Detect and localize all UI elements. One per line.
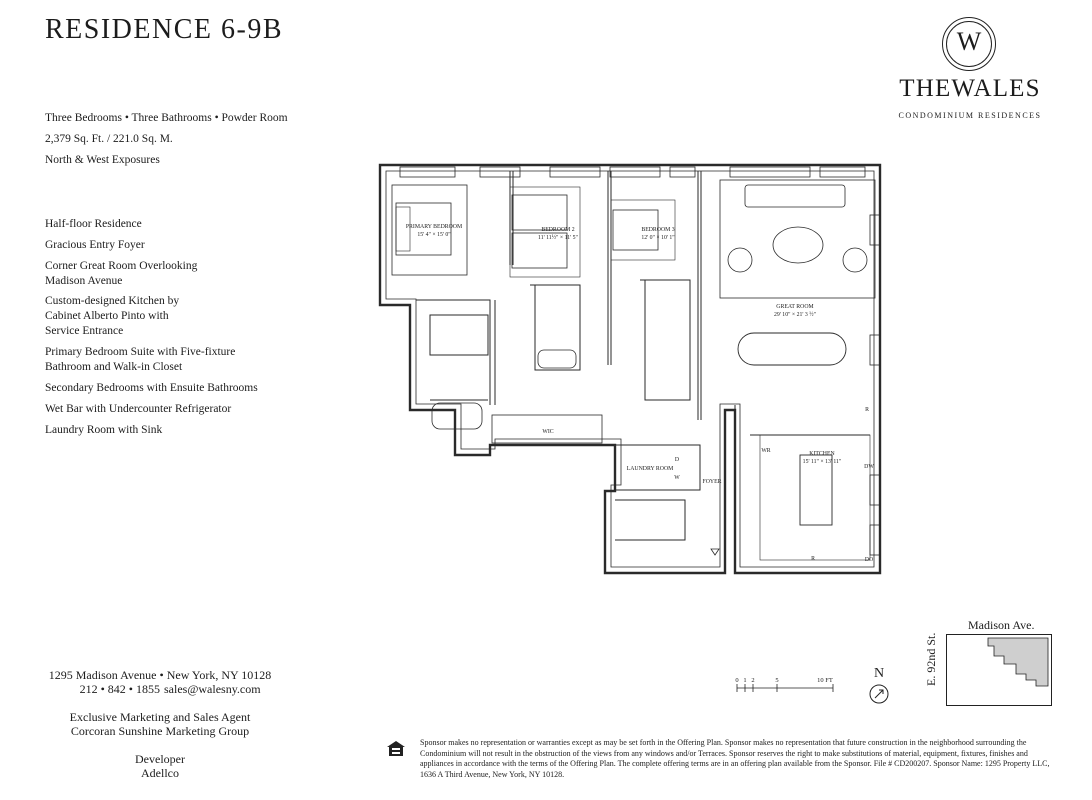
feature-item: Corner Great Room Overlooking Madison Av… <box>45 260 198 287</box>
developer-name: Adellco <box>141 766 179 780</box>
partition <box>734 405 870 436</box>
room-great-dim: 29' 10" × 21' 3 ½" <box>774 311 816 318</box>
feature-item: Custom-designed Kitchen by Cabinet Alber… <box>45 295 180 337</box>
appliance-r: R <box>865 407 869 413</box>
developer-label: Developer <box>135 752 185 766</box>
appliance-wr: WR <box>761 448 770 454</box>
partition <box>530 284 581 371</box>
appliance-oven: DO <box>865 557 873 563</box>
partition <box>429 314 489 356</box>
feature-item: Laundry Room with Sink <box>45 424 163 436</box>
compass-arrow-icon <box>874 689 884 699</box>
logo-monogram: W <box>956 27 982 56</box>
north-arrow: N <box>869 666 889 704</box>
scale-tick: 0 <box>735 677 738 684</box>
appliance-range: R <box>811 556 815 562</box>
page-title: RESIDENCE 6-9B <box>45 14 283 45</box>
address: 1295 Madison Avenue • New York, NY 10128 <box>48 668 272 682</box>
street-madison: Madison Ave. <box>968 618 1035 632</box>
logo-emblem <box>942 17 996 71</box>
room-laundry: LAUNDRY ROOM <box>627 466 674 472</box>
agent-line1: Exclusive Marketing and Sales Agent <box>69 710 251 724</box>
scale-bar: 0 1 2 5 10 FT <box>735 677 834 692</box>
brand-name: THEWALES <box>899 75 1041 102</box>
feature-item: Wet Bar with Undercounter Refrigerator <box>45 403 232 415</box>
summary-rooms: Three Bedrooms • Three Bathrooms • Powde… <box>45 112 288 124</box>
equal-housing-icon <box>387 741 405 756</box>
north-label: N <box>874 666 884 681</box>
building-footprint <box>987 637 1049 687</box>
room-bed3-name: BEDROOM 3 <box>641 227 674 233</box>
room-primary-name: PRIMARY BEDROOM <box>406 224 462 230</box>
room-bed2-dim: 11' 11½" × 11' 5" <box>538 234 578 241</box>
partition <box>607 171 612 365</box>
room-bed3-dim: 12' 0" × 10' 1" <box>641 235 674 241</box>
feature-item: Primary Bedroom Suite with Five-fixture … <box>45 346 236 373</box>
partition <box>640 279 691 401</box>
agent-line2: Corcoran Sunshine Marketing Group <box>70 724 250 738</box>
legal-disclaimer: Sponsor makes no representation or warra… <box>420 738 1050 779</box>
scale-tick: 5 <box>775 677 778 684</box>
summary-area: 2,379 Sq. Ft. / 221.0 Sq. M. <box>45 133 173 145</box>
floor-plan: PRIMARY BEDROOM 15' 4" × 15' 0" BEDROOM … <box>378 163 882 575</box>
street-92nd: E. 92nd St. <box>924 632 938 686</box>
room-foyer: FOYER <box>702 479 721 485</box>
scale-tick: 10 FT <box>817 677 833 684</box>
appliance-dryer: D <box>675 457 679 463</box>
email-link[interactable]: sales@walesny.com <box>164 682 261 696</box>
room-primary-dim: 15' 4" × 15' 0" <box>417 232 450 238</box>
appliance-dw: DW <box>864 464 874 470</box>
feature-item: Half-floor Residence <box>45 218 142 230</box>
partition <box>615 499 686 541</box>
partition <box>416 299 496 405</box>
room-kitchen-name: KITCHEN <box>809 451 835 457</box>
phone: 212 • 842 • 1855 <box>79 682 160 696</box>
partition <box>615 444 701 491</box>
scale-tick: 1 <box>743 677 746 684</box>
partition <box>697 171 702 420</box>
summary-exposure: North & West Exposures <box>45 154 160 166</box>
room-great-name: GREAT ROOM <box>776 304 813 310</box>
partition <box>509 171 514 265</box>
room-kitchen-dim: 15' 11" × 13' 11" <box>803 459 842 465</box>
appliance-washer: W <box>674 475 680 481</box>
exterior-wall <box>378 163 882 575</box>
room-bed2-name: BEDROOM 2 <box>541 227 574 233</box>
key-map <box>946 634 1052 706</box>
brand-tagline: CONDOMINIUM RESIDENCES <box>898 111 1042 120</box>
feature-item: Gracious Entry Foyer <box>45 239 145 251</box>
scale-tick: 2 <box>751 677 754 684</box>
interior-wall-outline <box>385 170 875 568</box>
room-wic: WIC <box>542 429 553 435</box>
feature-item: Secondary Bedrooms with Ensuite Bathroom… <box>45 382 258 394</box>
